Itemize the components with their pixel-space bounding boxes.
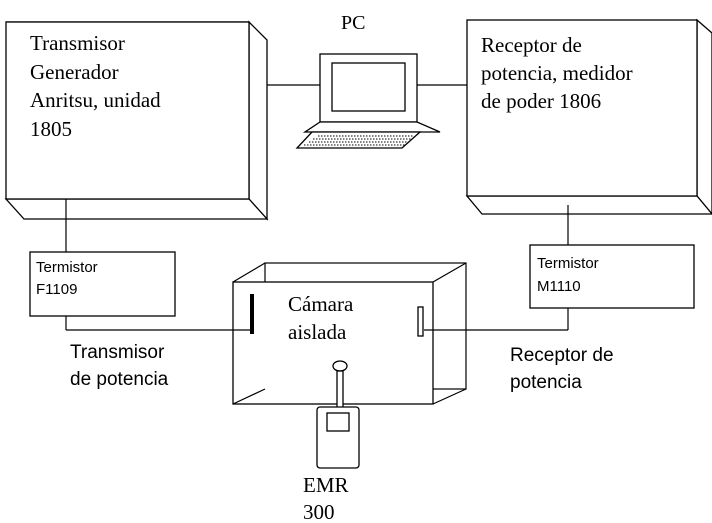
receiver-box-side [696, 18, 712, 216]
thermistor-left-line-1: Termistor [36, 259, 98, 276]
chamber-label: Cámara aislada [288, 292, 359, 344]
thermistor-left-line-2: F1109 [36, 281, 77, 298]
receiver-box-bottom [465, 195, 712, 215]
transmitter-label-line-1: Transmisor [30, 31, 125, 55]
emr-meter-display [326, 412, 350, 432]
receiver-label-line-1: Receptor de [481, 33, 582, 57]
thermistor-right-label: Termistor M1110 [537, 255, 603, 295]
pc-icon [295, 53, 441, 149]
rx-power-label-line-1: Receptor de [510, 345, 614, 366]
keyboard [295, 131, 422, 149]
tx-power-label: Transmisor de potencia [70, 342, 170, 390]
tx-power-label-line-2: de potencia [70, 369, 169, 390]
receiver-label: Receptor de potencia, medidor de poder 1… [481, 33, 638, 113]
receiver-label-line-2: potencia, medidor [481, 61, 633, 85]
emr-probe [316, 360, 360, 469]
transmitter-box [4, 20, 269, 221]
thermistor-left-label: Termistor F1109 [36, 259, 102, 298]
tx-antenna [250, 294, 254, 334]
transmitter-label: Transmisor Generador Anritsu, unidad 180… [30, 31, 166, 141]
transmitter-box-front [5, 21, 250, 200]
emr-probe-stem [336, 370, 344, 410]
chamber-front-face [232, 281, 434, 405]
pc-label: PC [341, 12, 365, 34]
rx-power-label: Receptor de potencia [510, 345, 619, 393]
emr-label-line-2: 300 [303, 500, 335, 523]
receiver-label-line-3: de poder 1806 [481, 89, 601, 113]
chamber-label-line-2: aislada [288, 320, 347, 344]
chamber-label-line-1: Cámara [288, 292, 354, 316]
monitor-base [302, 121, 441, 133]
transmitter-label-line-4: 1805 [30, 117, 72, 141]
receiver-box-front [466, 19, 698, 197]
rx-antenna [417, 306, 424, 337]
thermistor-right-box [529, 244, 695, 309]
rx-power-label-line-2: potencia [510, 372, 582, 393]
transmitter-label-line-3: Anritsu, unidad [30, 88, 161, 112]
transmitter-box-bottom [4, 198, 269, 220]
isolated-chamber [232, 262, 467, 405]
transmitter-box-side [248, 20, 268, 221]
thermistor-right-line-1: Termistor [537, 255, 599, 272]
receiver-box [465, 18, 712, 216]
emr-label-line-1: EMR [303, 473, 349, 497]
thermistor-right-line-2: M1110 [537, 278, 581, 295]
tx-power-label-line-1: Transmisor [70, 342, 165, 363]
thermistor-left-box [29, 251, 176, 317]
emr-probe-sensor [332, 360, 348, 372]
emr-label: EMR 300 [303, 473, 354, 523]
transmitter-label-line-2: Generador [30, 60, 119, 84]
monitor-screen [331, 62, 406, 112]
